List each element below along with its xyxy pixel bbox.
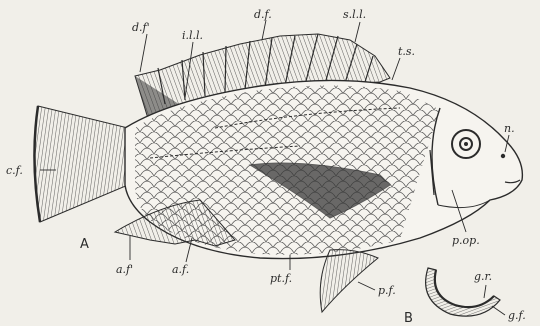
panel-label-a: A (80, 237, 89, 252)
label-dorsal-fin-anterior: d.f' (132, 21, 150, 34)
label-gill-rakers: g.r. (474, 270, 492, 283)
label-anal-fin-spines: a.f' (116, 263, 133, 276)
label-superior-lateral-line: s.l.l. (343, 8, 366, 21)
label-transverse-scales: t.s. (398, 45, 415, 58)
nostril (501, 154, 505, 158)
label-caudal-fin: c.f. (6, 164, 23, 177)
label-anal-fin: a.f. (172, 263, 189, 276)
label-dorsal-fin: d.f. (254, 8, 272, 21)
caudal-fin (34, 106, 128, 222)
panel-label-b: B (404, 311, 413, 326)
label-pelvic-fin: p.f. (378, 284, 396, 297)
label-preoperculum: p.op. (452, 234, 480, 247)
label-inferior-lateral-line: i.l.l. (182, 29, 203, 42)
label-pectoral-fin: pt.f. (270, 272, 292, 285)
pelvic-fin (320, 250, 378, 312)
eye (452, 130, 480, 158)
label-gill-filaments: g.f. (508, 309, 526, 322)
label-nostril: n. (504, 122, 515, 135)
